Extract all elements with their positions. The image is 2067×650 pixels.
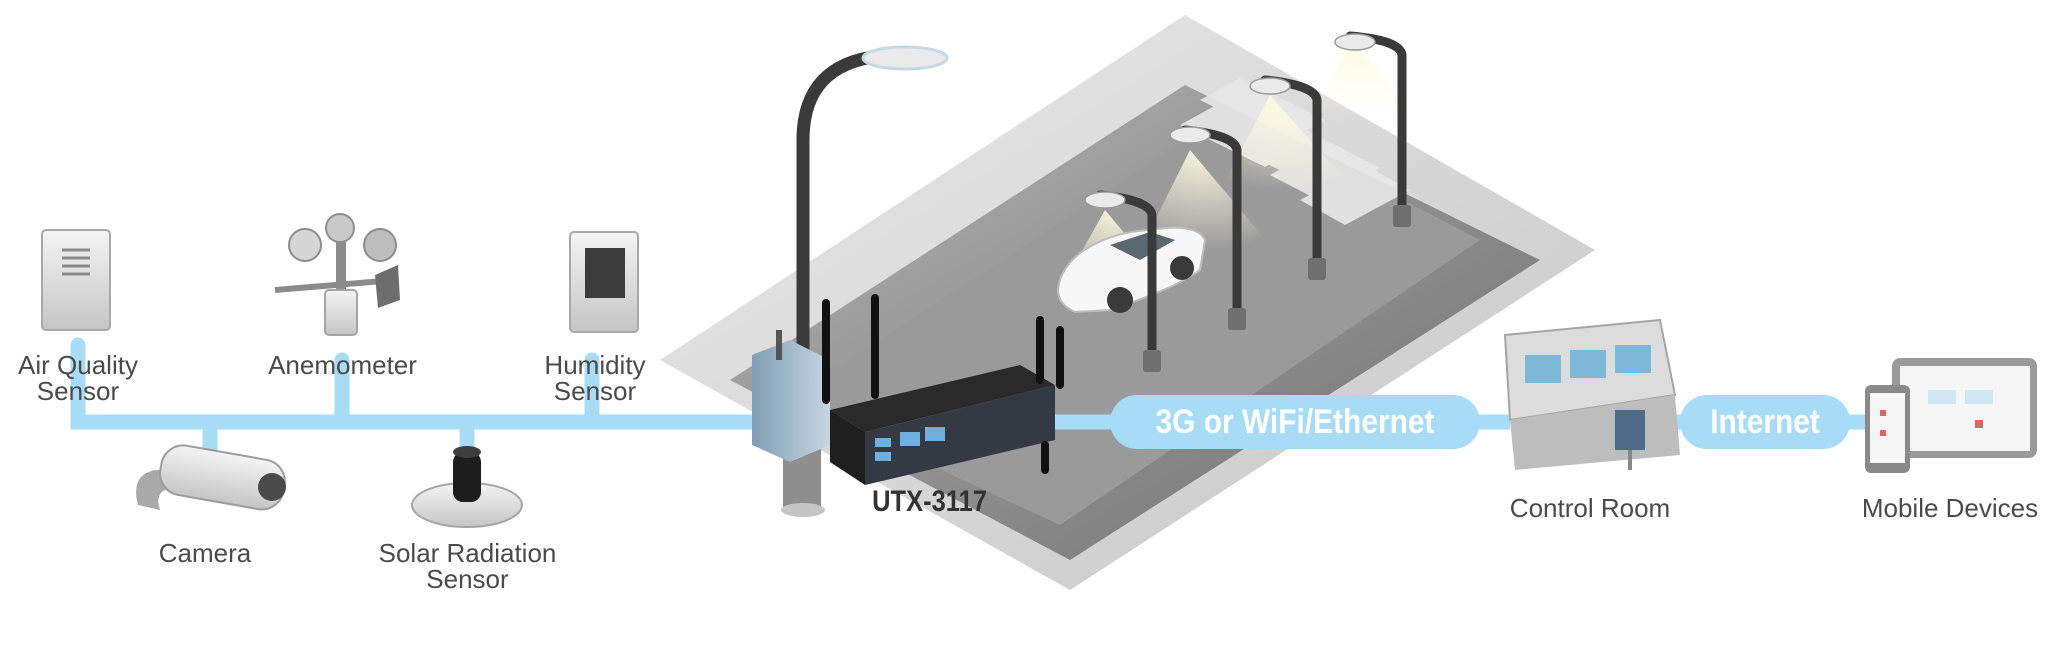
- mobile-devices-label: Mobile Devices: [1861, 493, 2039, 523]
- lamp-bases: [1143, 205, 1411, 372]
- camera-label: Camera: [158, 538, 252, 568]
- link-pills: [1110, 395, 1850, 449]
- utx-3117-device: [822, 294, 1064, 485]
- humidity-sensor-label: Humidity Sensor: [525, 352, 665, 404]
- wireless-link-label: 3G or WiFi/Ethernet: [1155, 403, 1435, 441]
- humidity-sensor-text: Humidity Sensor: [544, 350, 646, 406]
- internet-link-label: Internet: [1710, 403, 1820, 441]
- control-room-label: Control Room: [1509, 493, 1671, 523]
- air-quality-sensor-icon: [41, 229, 111, 331]
- mobile-devices-icon: [1865, 358, 2037, 473]
- humidity-sensor-icon: [569, 231, 639, 333]
- solar-radiation-sensor-text: Solar Radiation Sensor: [378, 538, 557, 594]
- solar-radiation-sensor-icon: [411, 446, 523, 528]
- control-room-icon: [1503, 318, 1680, 470]
- anemometer-icon: [274, 213, 400, 336]
- air-quality-sensor-label: Air Quality Sensor: [8, 352, 148, 404]
- pole-enclosure: [752, 340, 830, 462]
- car-illustration: [1057, 226, 1207, 314]
- solar-radiation-sensor-label: Solar Radiation Sensor: [370, 540, 565, 592]
- anemometer-label: Anemometer: [268, 350, 417, 380]
- main-pole: [752, 45, 949, 517]
- lamp-heads: [1084, 33, 1376, 209]
- product-name: UTX-3117: [872, 485, 987, 518]
- camera-icon: [136, 444, 286, 511]
- air-quality-sensor-text: Air Quality Sensor: [18, 350, 138, 406]
